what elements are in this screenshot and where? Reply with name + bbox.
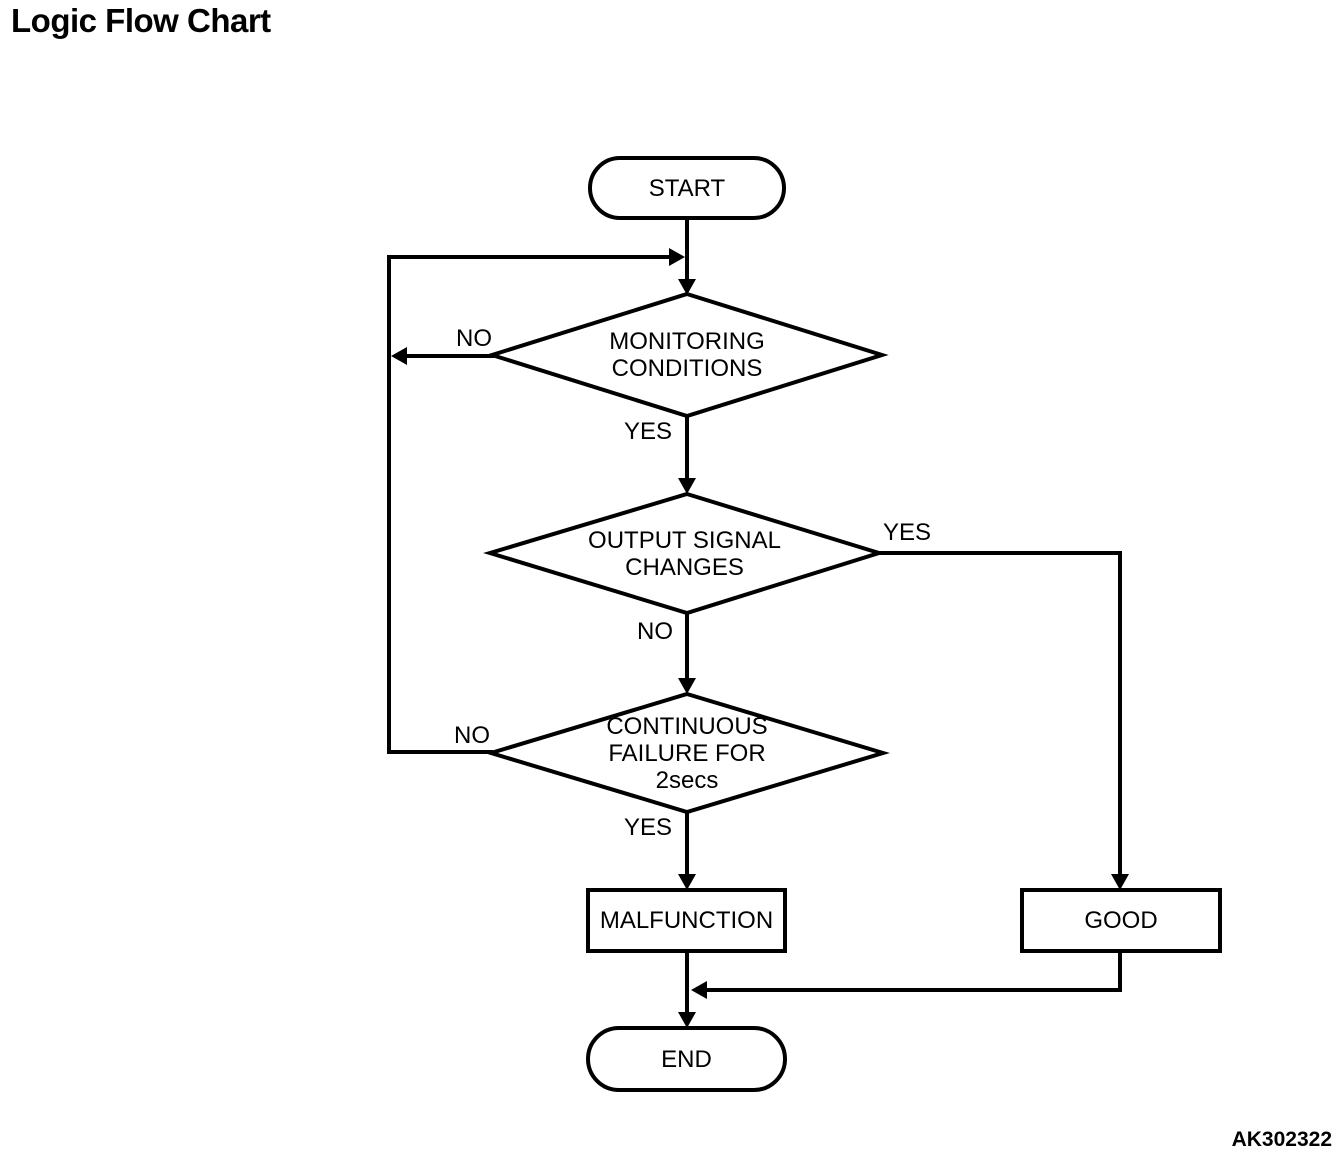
arrow-into-output-icon [678,478,696,494]
edge-label-continuous-no: NO [454,722,490,749]
monitoring-node-label: MONITORING CONDITIONS [609,328,765,382]
node-shapes [483,156,1222,1092]
edge-label-continuous-yes: YES [624,814,673,841]
edge-label-monitoring-yes: YES [624,418,673,445]
edge-good-to-junction [705,951,1122,992]
edge-label-output-no: NO [637,618,673,645]
good-node-label: GOOD [1084,907,1158,934]
arrow-into-malfunction-icon [678,874,696,890]
edge-label-output-yes: YES [883,519,932,546]
start-node-label: START [648,174,726,202]
arrowheads [391,248,1129,1028]
output-signal-node-label: OUTPUT SIGNAL CHANGES [588,526,781,581]
continuous-failure-node-label: CONTINUOUS FAILURE FOR 2secs [606,712,768,794]
edge-feedback-loop [387,255,671,754]
arrow-into-end-icon [678,1012,696,1028]
edge-output-yes [879,551,1122,876]
connector-lines [387,218,1122,1014]
arrow-monitoring-no-left-icon [391,347,407,365]
page-title: Logic Flow Chart [11,2,271,39]
arrow-junction-left-icon [691,981,707,999]
edge-label-monitoring-no: NO [456,325,492,352]
end-terminator-shape [586,1026,787,1092]
arrow-into-good-icon [1111,874,1129,890]
end-node-label: END [661,1045,712,1073]
start-terminator-shape [588,156,786,220]
arrow-into-continuous-icon [678,678,696,694]
malfunction-process-shape [586,888,787,953]
monitoring-decision-shape [485,291,889,419]
malfunction-node-label: MALFUNCTION [599,907,774,934]
good-process-shape [1020,888,1222,953]
arrow-feedback-right-icon [669,248,685,266]
continuous-decision-shape [484,691,890,815]
output-decision-shape [483,491,886,616]
arrow-into-monitoring-icon [678,279,696,295]
figure-code: AK302322 [1231,1128,1332,1151]
